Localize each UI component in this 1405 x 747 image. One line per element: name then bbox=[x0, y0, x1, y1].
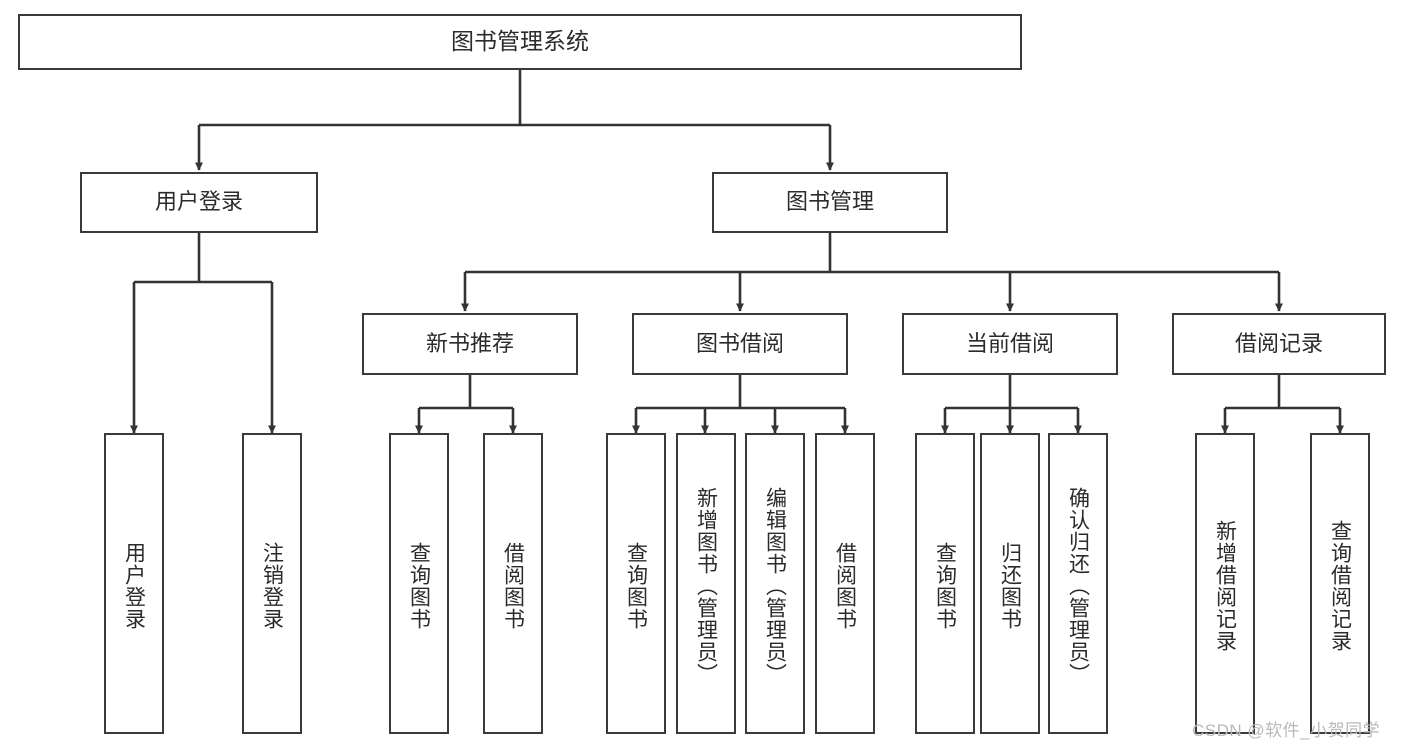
leaf-current-borrow-confirm-return-admin[interactable]: 确认归还（管理员） bbox=[1048, 433, 1108, 734]
node-label: 用户登录 bbox=[154, 189, 243, 215]
node-root-system[interactable]: 图书管理系统 bbox=[18, 14, 1022, 70]
node-label: 借阅图书 bbox=[833, 541, 857, 630]
node-label: 图书管理 bbox=[785, 189, 874, 215]
leaf-book-borrow-edit-book-admin[interactable]: 编辑图书（管理员） bbox=[745, 433, 805, 734]
node-label: 用户登录 bbox=[122, 541, 146, 630]
leaf-new-book-query-books[interactable]: 查询图书 bbox=[389, 433, 449, 734]
leaf-book-borrow-add-book-admin[interactable]: 新增图书（管理员） bbox=[676, 433, 736, 734]
leaf-current-borrow-return-books[interactable]: 归还图书 bbox=[980, 433, 1040, 734]
node-label: 图书借阅 bbox=[695, 330, 784, 356]
node-current-borrow[interactable]: 当前借阅 bbox=[902, 313, 1118, 375]
leaf-current-borrow-query-books[interactable]: 查询图书 bbox=[915, 433, 975, 734]
node-label: 当前借阅 bbox=[965, 330, 1054, 356]
node-borrow-record[interactable]: 借阅记录 bbox=[1172, 313, 1386, 375]
node-label: 查询图书 bbox=[407, 541, 431, 630]
node-label: 借阅记录 bbox=[1234, 330, 1323, 356]
leaf-book-borrow-borrow-books[interactable]: 借阅图书 bbox=[815, 433, 875, 734]
node-book-management[interactable]: 图书管理 bbox=[712, 172, 948, 233]
node-label: 新增借阅记录 bbox=[1213, 519, 1237, 652]
node-label: 新书推荐 bbox=[425, 330, 514, 356]
node-label: 确认归还（管理员） bbox=[1066, 486, 1090, 685]
leaf-user-login-signin[interactable]: 用户登录 bbox=[104, 433, 164, 734]
node-label: 借阅图书 bbox=[501, 541, 525, 630]
node-book-borrow[interactable]: 图书借阅 bbox=[632, 313, 848, 375]
node-label: 查询图书 bbox=[933, 541, 957, 630]
node-new-book-recommend[interactable]: 新书推荐 bbox=[362, 313, 578, 375]
node-label: 注销登录 bbox=[260, 541, 284, 630]
leaf-book-borrow-query-books[interactable]: 查询图书 bbox=[606, 433, 666, 734]
node-user-login[interactable]: 用户登录 bbox=[80, 172, 318, 233]
leaf-new-book-borrow-books[interactable]: 借阅图书 bbox=[483, 433, 543, 734]
node-label: 查询借阅记录 bbox=[1328, 519, 1352, 652]
csdn-watermark: CSDN @软件_小贺同学 bbox=[1192, 721, 1381, 740]
node-label: 查询图书 bbox=[624, 541, 648, 630]
leaf-user-login-signout[interactable]: 注销登录 bbox=[242, 433, 302, 734]
node-label: 编辑图书（管理员） bbox=[763, 486, 787, 685]
node-label: 图书管理系统 bbox=[451, 28, 589, 55]
node-label: 新增图书（管理员） bbox=[694, 486, 718, 685]
node-label: 归还图书 bbox=[998, 541, 1022, 630]
leaf-borrow-record-add-record[interactable]: 新增借阅记录 bbox=[1195, 433, 1255, 734]
leaf-borrow-record-query-record[interactable]: 查询借阅记录 bbox=[1310, 433, 1370, 734]
